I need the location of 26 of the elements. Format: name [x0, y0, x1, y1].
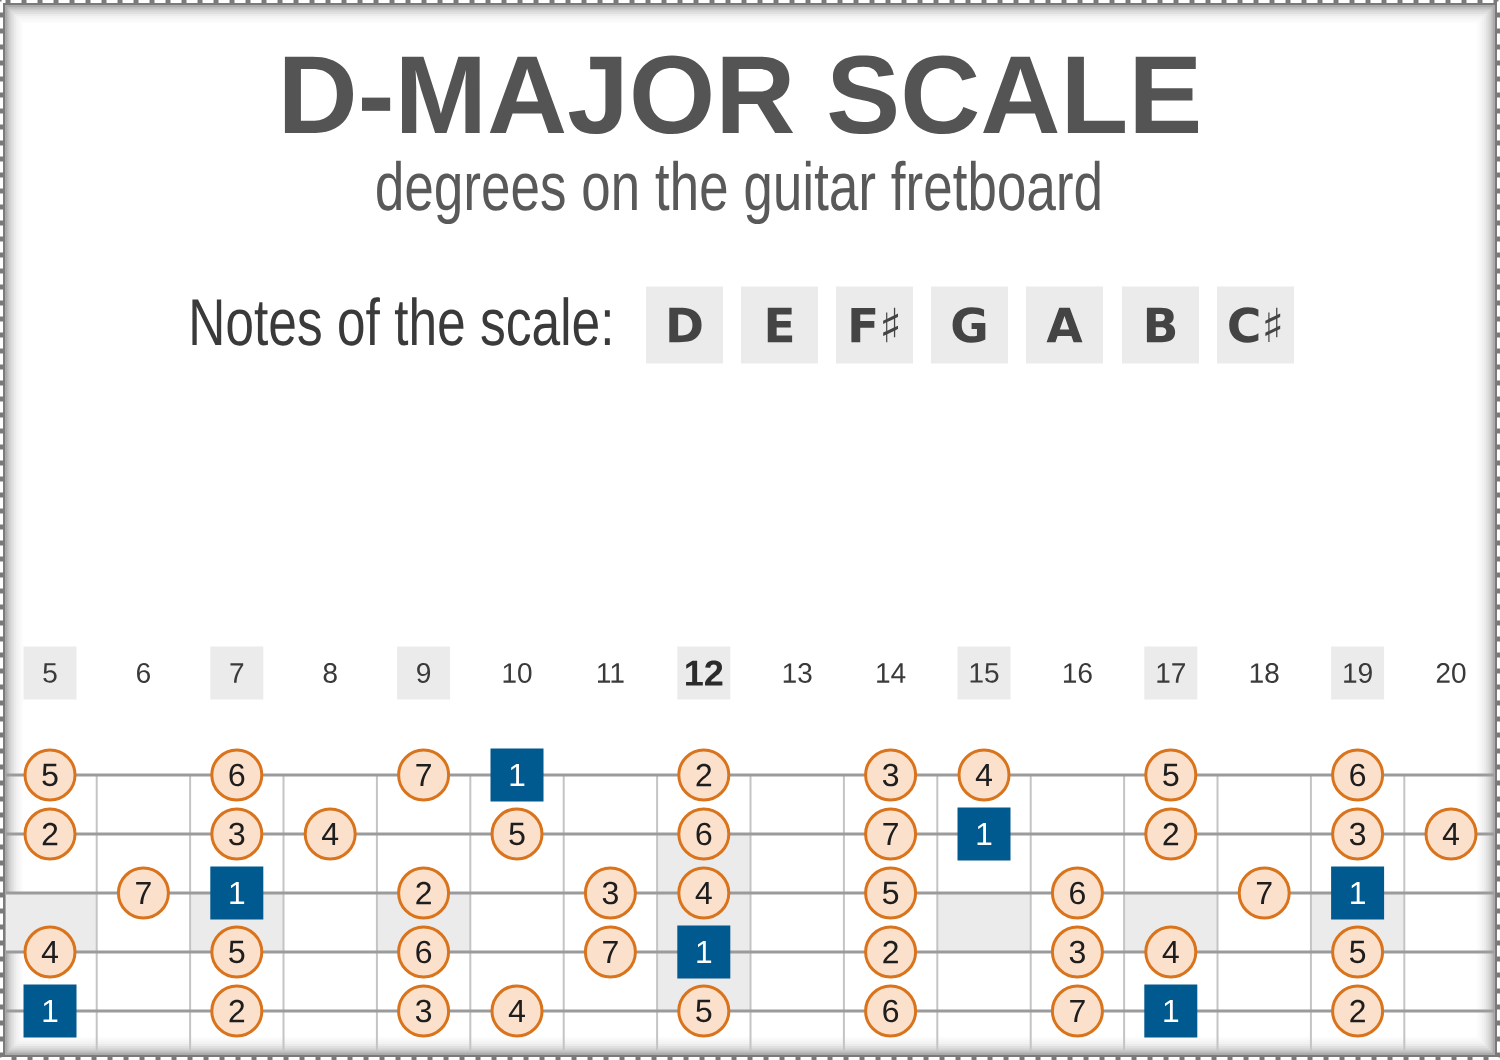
fret-number: 10	[503, 663, 532, 683]
fret-number-box: 17	[1144, 646, 1198, 700]
fret-number: 20	[1436, 663, 1466, 683]
row-label: Notes of the scale:	[192, 297, 610, 346]
note-box: G	[931, 286, 1008, 364]
fret-number-box: 15	[957, 646, 1011, 700]
fret-number-box: 5	[23, 646, 77, 700]
fret-number-box: 19	[1331, 646, 1385, 700]
fret-number-box: 7	[210, 646, 264, 700]
fret-number: 14	[877, 663, 906, 683]
fret-number: 16	[1063, 663, 1092, 683]
note-box: F♯	[836, 286, 913, 364]
fret-number: 8	[323, 663, 337, 683]
note-box: E	[741, 286, 818, 364]
subtitle: degrees on the guitar fretboard	[377, 160, 1100, 225]
note-box: A	[1026, 286, 1103, 364]
fret-number: 18	[1250, 663, 1279, 683]
fret-number: 13	[783, 663, 812, 683]
fret-number-box: 12	[677, 646, 731, 700]
title: D-MAJOR SCALE	[284, 55, 1198, 135]
fret-number-box: 9	[397, 646, 451, 700]
note-box: D	[646, 286, 723, 364]
note-box: B	[1122, 286, 1199, 364]
note-box: C♯	[1217, 286, 1294, 364]
fret-number: 11	[598, 663, 624, 683]
fret-number: 6	[137, 663, 150, 683]
